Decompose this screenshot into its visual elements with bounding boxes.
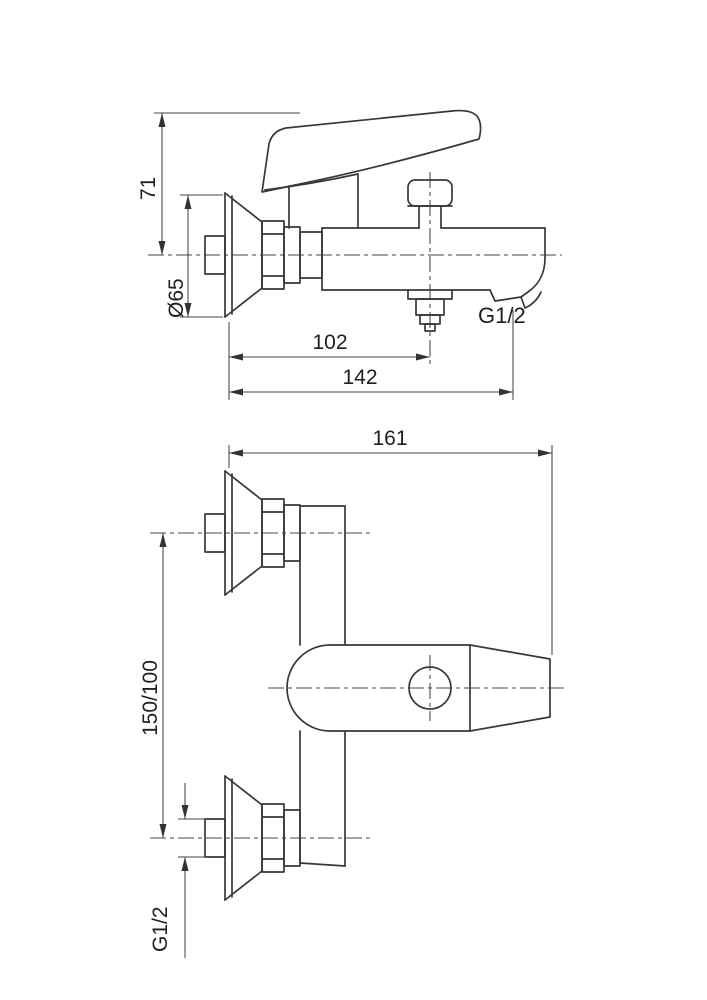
- dimension-102-142: 102 142: [228, 310, 514, 400]
- mixer-body-outline: [286, 644, 551, 732]
- dimension-161: 161: [228, 427, 553, 655]
- dimension-150-100-label: 150/100: [139, 660, 162, 736]
- front-centerlines: [150, 532, 565, 839]
- shower-hose-outlet: [407, 289, 453, 332]
- faucet-side-view: [204, 109, 546, 332]
- side-view: 71 Ø65 102 142 G1/2: [137, 109, 562, 400]
- dimension-g12-front: G1/2: [149, 783, 207, 958]
- spout-outer-curve: [520, 227, 546, 298]
- outlet-nub: [424, 323, 436, 332]
- front-view: 161 150/100 G1/2: [139, 427, 565, 958]
- dimension-71: 71: [137, 112, 300, 255]
- dimension-142-label: 142: [342, 366, 377, 389]
- thread-label-front: G1/2: [149, 906, 172, 952]
- mounting-plate: [299, 505, 346, 867]
- diverter-knob: [407, 179, 453, 229]
- dimension-71-label: 71: [137, 177, 160, 200]
- handle-dome-line: [264, 173, 359, 191]
- spout-lip: [520, 291, 542, 309]
- dimension-150-100: 150/100: [139, 533, 167, 838]
- dimension-102-label: 102: [312, 331, 347, 354]
- dimension-161-label: 161: [372, 427, 407, 450]
- lever-handle: [261, 109, 482, 193]
- dimension-65-label: Ø65: [165, 278, 188, 318]
- side-centerlines: [148, 172, 562, 366]
- spout-opening: [489, 289, 522, 302]
- dimension-diameter-65: Ø65: [165, 194, 223, 318]
- thread-label-side: G1/2: [478, 303, 526, 328]
- faucet-front-view: [204, 470, 551, 901]
- cartridge-circle: [408, 666, 452, 710]
